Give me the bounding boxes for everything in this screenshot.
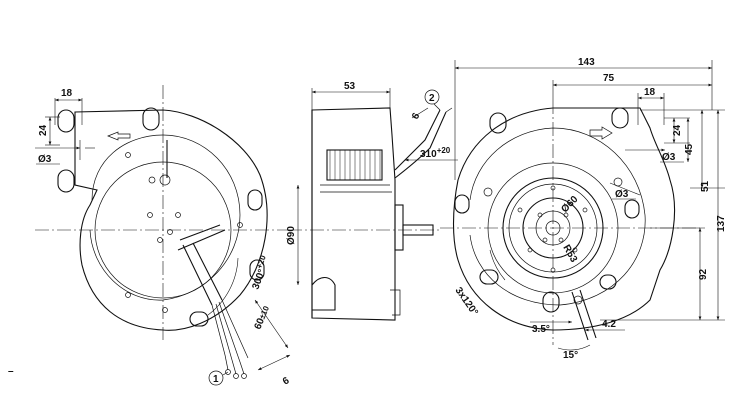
dim-angle-300: 300°+20 [248, 254, 273, 291]
dim-310: 310+20 [420, 146, 451, 160]
dim-24-right: 24 [672, 124, 683, 136]
dim-3-5: 3.5° [532, 324, 550, 335]
margin-mark: – [8, 366, 14, 377]
dim-24-left: 24 [38, 124, 49, 136]
dim-6-side: 6 [410, 111, 423, 122]
callout-2: 2 [429, 93, 435, 104]
dim-d60: Ø60 [559, 194, 580, 215]
dim-4-2: 4.2 [602, 319, 616, 330]
dim-15: 15° [563, 350, 578, 361]
dim-45: 45 [684, 143, 695, 155]
dim-53: 53 [344, 81, 356, 92]
dim-75: 75 [603, 73, 615, 84]
dim-137: 137 [716, 215, 727, 232]
dim-18-right: 18 [644, 87, 656, 98]
dim-3x120: 3x120° [453, 285, 480, 317]
dim-51: 51 [700, 180, 711, 192]
dim-d3-left: Ø3 [38, 154, 52, 165]
dim-6-wire: 6 [281, 375, 292, 388]
side-view: 53 Ø90 6 2 310+20 [286, 81, 458, 321]
dim-143: 143 [578, 57, 595, 68]
dim-60: 60±10 [253, 304, 273, 331]
dim-d3-right-lower: Ø3 [615, 189, 629, 200]
dim-92: 92 [698, 268, 709, 280]
impeller-hatch [329, 150, 381, 180]
front-view-left: 18 24 Ø3 300°+20 60±10 6 1 [35, 85, 292, 388]
callout-1: 1 [213, 374, 219, 385]
dim-d3-right-top: Ø3 [662, 152, 676, 163]
front-view-right: 143 75 18 24 Ø3 45 51 137 92 Ø3 [440, 57, 727, 361]
dim-d90: Ø90 [286, 226, 297, 245]
dim-18-left: 18 [61, 88, 73, 99]
